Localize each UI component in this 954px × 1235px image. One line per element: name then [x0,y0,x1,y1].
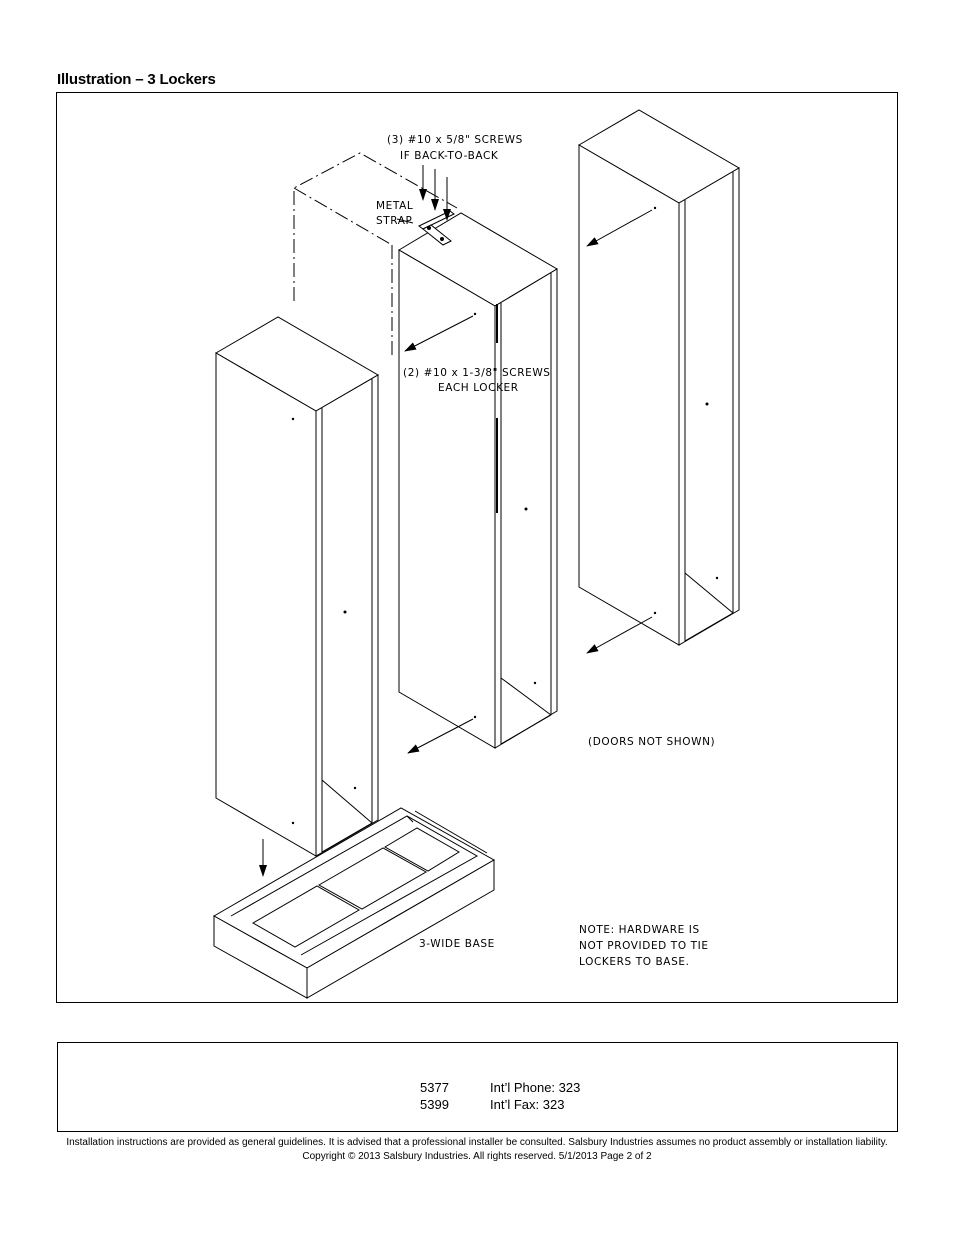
back-screw-arrows [259,209,653,877]
three-wide-base [212,807,496,999]
copyright-line: Copyright © 2013 Salsbury Industries. Al… [302,1151,652,1162]
phone-row: 5377 Int’l Phone: 323 [420,1080,580,1095]
screw-hole-marks [291,206,719,825]
hardware-note-line2: NOT PROVIDED TO TIE [579,940,709,952]
fax-row: 5399 Int’l Fax: 323 [420,1097,564,1112]
screws-each-locker-label-line2: EACH LOCKER [438,382,519,394]
metal-strap-label-line1: METAL [376,200,413,212]
metal-strap-label-line2: STRAP [376,215,412,227]
locker-right [578,109,740,646]
intl-phone-label: Int’l Phone: 323 [490,1080,581,1095]
strap-screw-arrows [396,165,451,224]
liability-disclaimer: Installation instructions are provided a… [66,1137,888,1148]
screws-back-to-back-label-line2: IF BACK-TO-BACK [400,150,499,162]
contact-box: 5377 Int’l Phone: 323 5399 Int’l Fax: 323 [57,1042,898,1132]
phantom-locker-outline [293,152,458,358]
locker-assembly-drawing: (3) #10 x 5/8" SCREWS IF BACK-TO-BACK ME… [212,109,740,999]
phone-code: 5377 [420,1080,449,1095]
intl-fax-label: Int’l Fax: 323 [490,1097,565,1112]
doors-not-shown-label: (DOORS NOT SHOWN) [588,736,715,748]
screws-back-to-back-label-line1: (3) #10 x 5/8" SCREWS [387,134,523,146]
locker-left [215,316,379,857]
locker-middle [398,212,558,749]
fax-code: 5399 [420,1097,449,1112]
illustration-heading: Illustration – 3 Lockers [57,71,216,88]
illustration-frame: (3) #10 x 5/8" SCREWS IF BACK-TO-BACK ME… [56,92,898,1003]
screws-each-locker-label-line1: (2) #10 x 1-3/8" SCREWS [403,367,551,379]
base-label: 3-WIDE BASE [419,938,495,950]
hardware-note-line3: LOCKERS TO BASE. [579,956,690,968]
hardware-note-line1: NOTE: HARDWARE IS [579,924,700,936]
